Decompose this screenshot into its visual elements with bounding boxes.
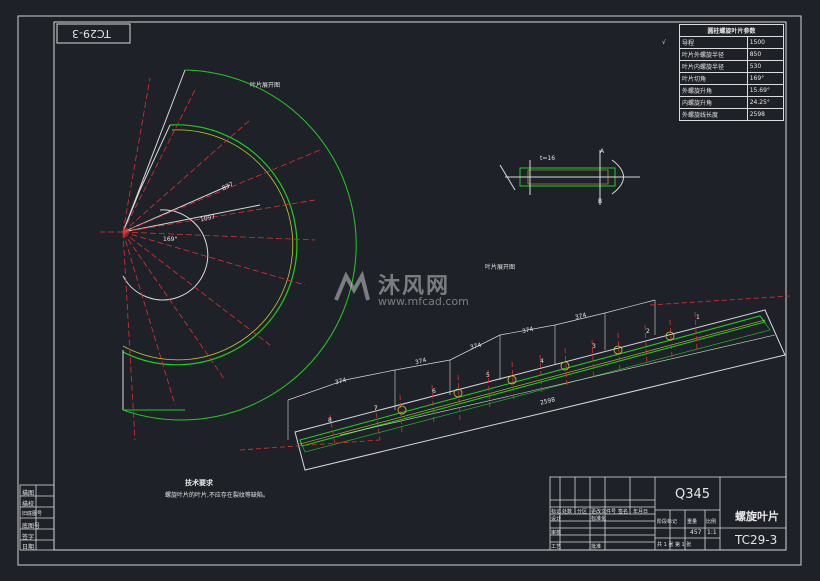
param-name: 叶片内螺旋半径 bbox=[679, 60, 748, 73]
param-value: 24.25° bbox=[746, 96, 785, 109]
part-title: 螺旋叶片 bbox=[735, 510, 779, 523]
param-value: 2598 bbox=[746, 108, 785, 121]
strip-centerlines bbox=[239, 295, 791, 451]
param-name: 外螺旋升角 bbox=[679, 84, 748, 97]
stamp-label: 旧底图号 bbox=[22, 511, 43, 517]
sector-centerlines bbox=[100, 77, 321, 441]
stage-header: 比例 bbox=[706, 519, 717, 525]
grid-header: 签名 bbox=[618, 509, 629, 515]
stamp-label: 描图 bbox=[22, 490, 35, 497]
stamp-box bbox=[56, 23, 131, 44]
param-name: 叶片切角 bbox=[679, 72, 748, 85]
station-1: 1 bbox=[696, 314, 700, 321]
station-4: 4 bbox=[540, 358, 544, 365]
param-value: 850 bbox=[746, 48, 785, 61]
scale-value: 1:1 bbox=[707, 529, 717, 536]
grid-header: 年月日 bbox=[633, 509, 649, 515]
role-label: 标准化 bbox=[591, 516, 607, 522]
role-label: 工艺 bbox=[551, 544, 562, 550]
stamp-label: 日期 bbox=[22, 544, 35, 551]
tech-text: 螺旋叶片的叶片,不应存在裂纹等缺陷。 bbox=[165, 492, 269, 499]
sector-development bbox=[122, 69, 357, 421]
strip-holes bbox=[397, 331, 675, 415]
material: Q345 bbox=[675, 487, 711, 502]
weight-value: 457 bbox=[690, 529, 702, 536]
role-label: 设计 bbox=[551, 516, 562, 522]
part-number: TC29-3 bbox=[735, 533, 778, 547]
param-value: 15.69° bbox=[746, 84, 785, 97]
svg-text:√: √ bbox=[662, 39, 666, 46]
drawing-number-stamp: TC29-3 bbox=[72, 27, 111, 40]
stage-header: 阶段标记 bbox=[657, 519, 678, 525]
sheet-info: 共 1 张 第 1 张 bbox=[657, 542, 692, 548]
role-label: 批准 bbox=[591, 544, 602, 550]
sector-dim-angle: 169° bbox=[163, 236, 178, 243]
grid-header: 分区 bbox=[577, 509, 588, 515]
station-7: 7 bbox=[374, 405, 378, 412]
inner-border bbox=[53, 21, 787, 551]
param-name: 叶片外螺旋半径 bbox=[679, 48, 748, 61]
title-block bbox=[549, 476, 787, 551]
strip-development bbox=[287, 299, 786, 471]
stamp-label: 描校 bbox=[22, 501, 35, 508]
param-name: 导程 bbox=[679, 36, 748, 49]
grid-header: 更改文件号 bbox=[591, 509, 617, 515]
stage-header: 重量 bbox=[687, 519, 698, 525]
station-6: 6 bbox=[432, 388, 436, 395]
outer-border bbox=[17, 15, 802, 566]
tech-title: 技术要求 bbox=[185, 479, 213, 487]
flat-label: 叶片展开图 bbox=[485, 264, 516, 271]
param-value: 169° bbox=[746, 72, 785, 85]
station-3: 3 bbox=[592, 343, 596, 350]
section-view bbox=[499, 150, 640, 205]
section-thickness: t=16 bbox=[540, 155, 556, 162]
stamp-label: 签字 bbox=[22, 534, 35, 541]
station-2: 2 bbox=[646, 328, 650, 335]
role-label: 审核 bbox=[551, 530, 562, 536]
stamp-label: 底图号 bbox=[22, 523, 41, 530]
watermark-url: www.mfcad.com bbox=[378, 295, 469, 308]
param-name: 外螺旋线长度 bbox=[679, 108, 748, 121]
grid-header: 处数 bbox=[562, 509, 573, 515]
left-stamps bbox=[19, 484, 55, 551]
section-label-b: B bbox=[598, 198, 603, 205]
sector-label: 叶片展开图 bbox=[250, 82, 281, 89]
param-name: 内螺旋升角 bbox=[679, 96, 748, 109]
grid-header: 标记 bbox=[551, 509, 562, 515]
watermark-logo-icon bbox=[334, 270, 370, 301]
watermark-text: 沐风网 bbox=[378, 274, 451, 299]
param-value: 1500 bbox=[746, 36, 785, 49]
station-5: 5 bbox=[486, 372, 490, 379]
param-value: 530 bbox=[746, 60, 785, 73]
param-table-caption: 圆柱螺旋叶片参数 bbox=[679, 24, 784, 37]
section-label-a: A bbox=[600, 148, 605, 155]
station-8: 8 bbox=[328, 417, 332, 424]
